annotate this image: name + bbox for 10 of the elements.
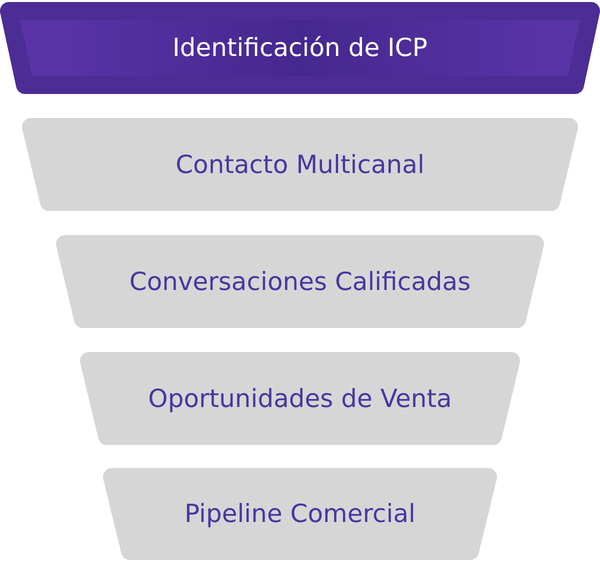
stage-label: Conversaciones Calificadas	[128, 266, 472, 298]
funnel-stage	[80, 352, 520, 445]
stage-label: Oportunidades de Venta	[147, 382, 453, 415]
stage-label: Identificación de ICP	[172, 32, 428, 64]
stage-label: Contacto Multicanal	[174, 148, 426, 181]
funnel-stage	[0, 2, 600, 94]
funnel-stage	[22, 118, 578, 211]
funnel-stage	[56, 235, 544, 328]
stage-label: Pipeline Comercial	[184, 498, 416, 530]
funnel-stage	[103, 468, 497, 560]
